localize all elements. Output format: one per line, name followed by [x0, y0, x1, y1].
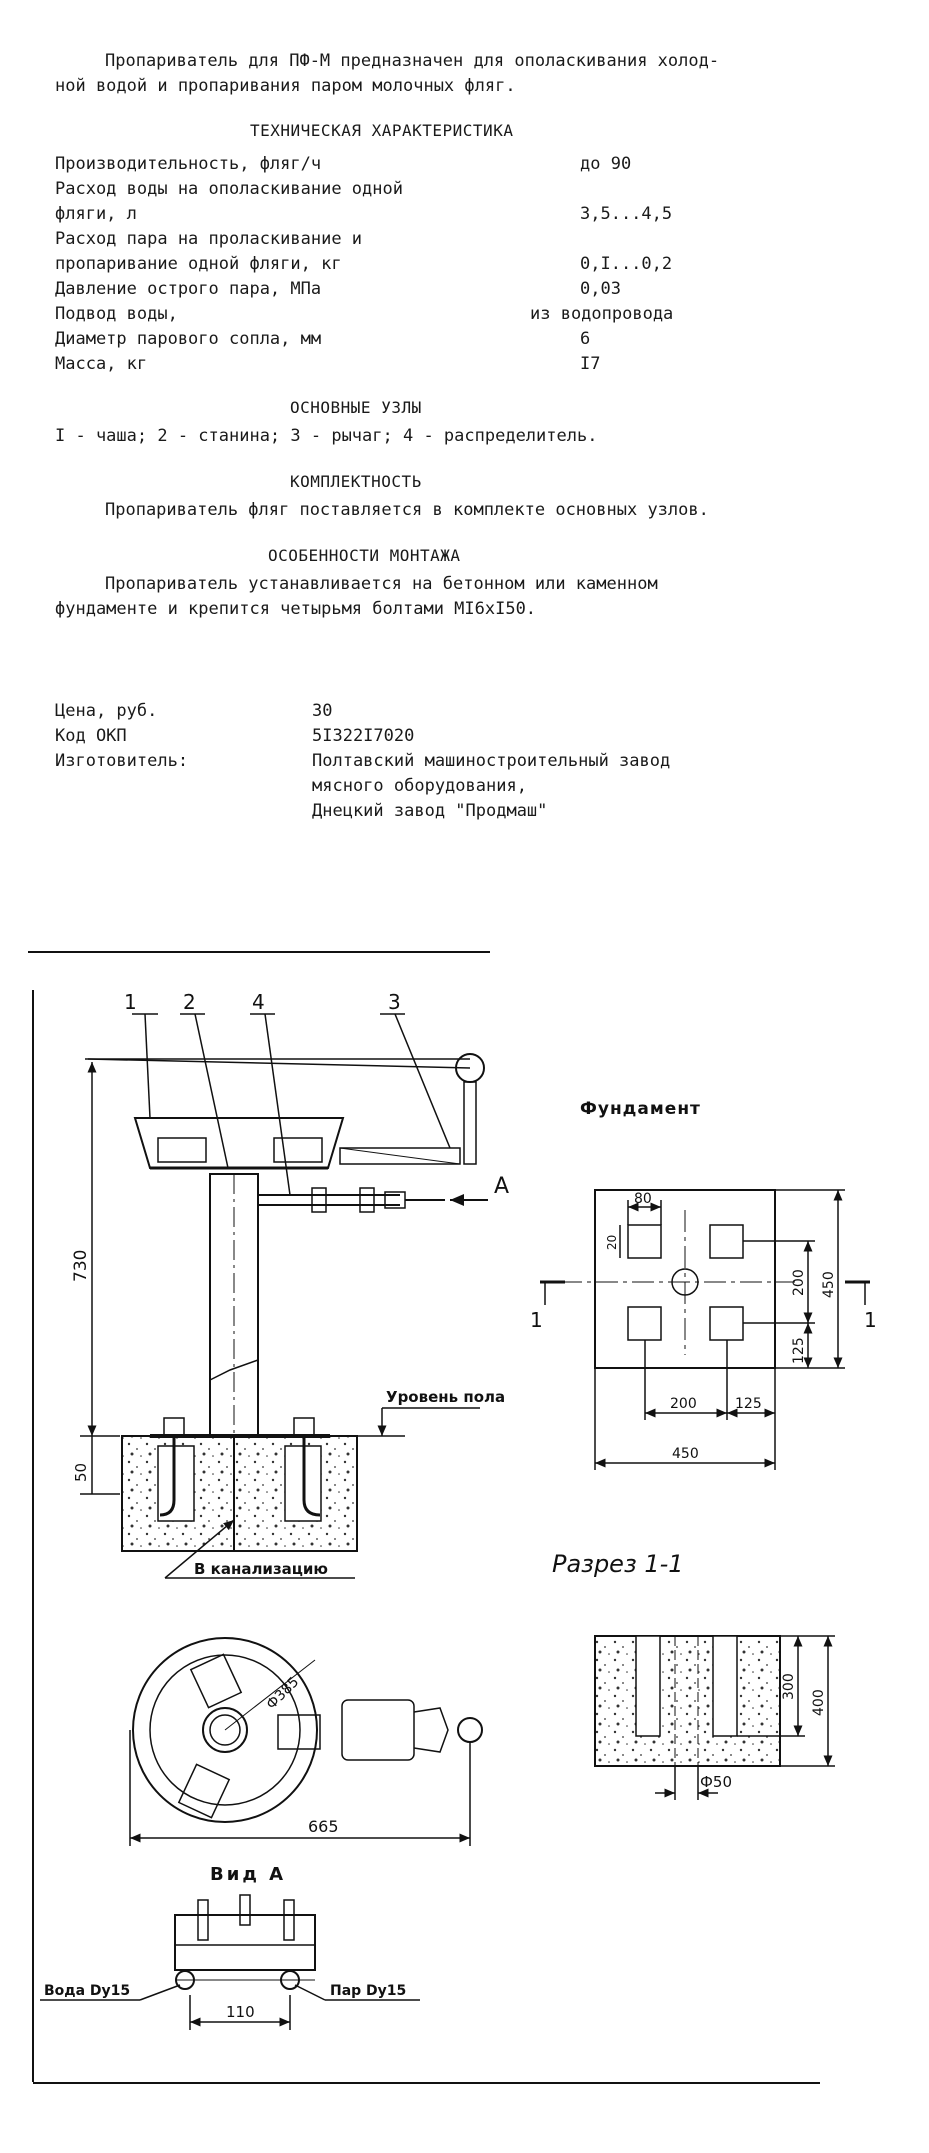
dim-665: 665 [308, 1817, 339, 1836]
maker-line-1: Полтавский машиностроительный завод [312, 751, 671, 771]
s-dim-400: 400 [811, 1689, 827, 1716]
s-dim-300: 300 [781, 1673, 797, 1700]
spec-value: 3,5...4,5 [580, 204, 673, 224]
spec-label: Масса, кг [55, 354, 148, 374]
dim-50: 50 [72, 1463, 90, 1482]
okp-value: 5I322I7020 [312, 726, 415, 746]
view-a-title: Вид А [210, 1864, 286, 1885]
floor-level-label: Уровень пола [386, 1388, 505, 1406]
intro-line-2: ной водой и пропаривания паром молочных … [55, 76, 516, 96]
spec-value: 0,03 [580, 279, 621, 299]
dim-110: 110 [226, 2003, 255, 2021]
f-dim-200v: 200 [791, 1269, 807, 1296]
spec-label: Производительность, фляг/ч [55, 154, 322, 174]
spec-label: пропаривание одной фляги, кг [55, 254, 342, 274]
units-heading: ОСНОВНЫЕ УЗЛЫ [290, 398, 422, 417]
intro-line-1: Пропариватель для ПФ-М предназначен для … [105, 51, 720, 71]
okp-label: Код ОКП [55, 726, 127, 746]
s-dim-phi50: Ф50 [700, 1773, 732, 1791]
mounting-line-2: фундаменте и крепится четырьмя болтами M… [55, 599, 537, 619]
spec-value: I7 [580, 354, 601, 374]
callout-4: 4 [252, 990, 265, 1014]
bowl [133, 1117, 345, 1169]
section-mark-left: 1 [530, 1308, 543, 1332]
dim-730: 730 [71, 1250, 91, 1282]
callout-3: 3 [388, 990, 401, 1014]
front-view: А 1 2 4 3 730 50 Уровен [71, 990, 509, 1579]
spec-value: из водопровода [530, 304, 674, 324]
section-mark-right: 1 [864, 1308, 877, 1332]
callout-1: 1 [124, 990, 137, 1014]
price-value: 30 [312, 701, 333, 721]
price-label: Цена, руб. [55, 701, 158, 721]
mounting-heading: ОСОБЕННОСТИ МОНТАЖА [268, 546, 461, 565]
f-dim-200h: 200 [670, 1396, 697, 1412]
spec-label: Расход пара на проласкивание и [55, 229, 363, 249]
spec-label: Подвод воды, [55, 304, 178, 324]
section-title: Разрез 1-1 [552, 1550, 684, 1578]
f-dim-125v: 125 [791, 1337, 807, 1364]
maker-label: Изготовитель: [55, 751, 189, 771]
f-dim-20: 20 [605, 1235, 619, 1250]
units-text: I - чаша; 2 - станина; 3 - рычаг; 4 - ра… [55, 426, 598, 446]
f-dim-80: 80 [634, 1191, 652, 1207]
foundation-plan: Фундамент 1 1 80 20 200 450 125 [530, 1099, 877, 1470]
label-a: А [494, 1174, 509, 1199]
spec-label: Диаметр парового сопла, мм [55, 329, 322, 349]
f-dim-450v: 450 [821, 1271, 837, 1298]
spec-label: Давление острого пара, МПа [55, 279, 322, 299]
completeness-text: Пропариватель фляг поставляется в компле… [105, 500, 709, 520]
spec-label: Расход воды на ополаскивание одной [55, 179, 403, 199]
maker-line-2: мясного оборудования, [312, 776, 527, 796]
callout-2: 2 [183, 990, 196, 1014]
spec-label: фляги, л [55, 204, 137, 224]
spec-value: до 90 [580, 154, 632, 174]
specs-heading: ТЕХНИЧЕСКАЯ ХАРАКТЕРИСТИКА [250, 121, 514, 140]
steam-label: Пар Dу15 [330, 1983, 406, 1999]
section-1-1: Разрез 1-1 300 400 Ф50 [552, 1550, 835, 1800]
mounting-line-1: Пропариватель устанавливается на бетонно… [105, 574, 658, 594]
maker-line-3: Днецкий завод "Продмаш" [312, 801, 548, 821]
foundation-title: Фундамент [580, 1099, 701, 1119]
sewer-label: В канализацию [194, 1560, 328, 1578]
f-dim-125h: 125 [735, 1396, 762, 1412]
top-view: Ф385 665 [129, 1637, 483, 1846]
water-label: Вода Dу15 [44, 1983, 130, 1999]
spec-value: 6 [580, 329, 591, 349]
completeness-heading: КОМПЛЕКТНОСТЬ [290, 472, 422, 491]
spec-value: 0,I...0,2 [580, 254, 673, 274]
view-a: Вид А 110 Вода Dу15 Пар Dу15 [40, 1864, 420, 2030]
f-dim-450h: 450 [672, 1446, 699, 1462]
